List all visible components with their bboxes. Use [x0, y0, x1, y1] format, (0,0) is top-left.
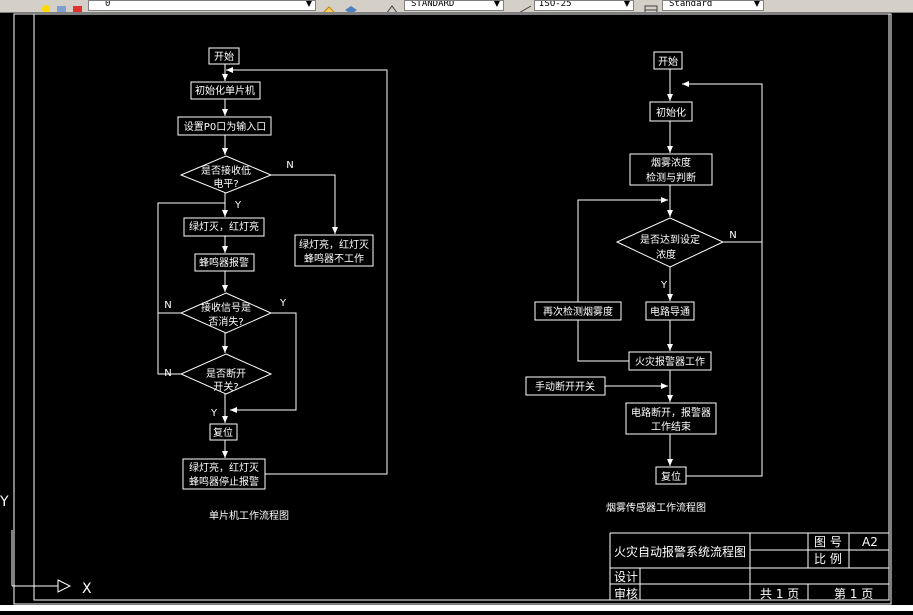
- f1-d3-no: N: [164, 368, 171, 379]
- layer-state-icon[interactable]: [56, 0, 68, 12]
- layer-previous-icon[interactable]: [322, 0, 335, 12]
- f2-measure-box[interactable]: [629, 153, 713, 186]
- f1-decision-2[interactable]: [179, 292, 273, 334]
- sheet-outer-border: [13, 13, 892, 605]
- title-block-page: 第 1 页: [834, 587, 873, 601]
- f1-d2-line2: 否消失?: [208, 315, 243, 328]
- dim-style-value: ISO-25: [539, 0, 572, 9]
- f2-d-yes: Y: [660, 280, 668, 291]
- text-style-value: STANDARD: [411, 0, 455, 9]
- layer-value: 0: [105, 0, 111, 9]
- title-block-drawing-no: A2: [862, 535, 878, 549]
- f1-set-p0-label: 设置P0口为输入口: [184, 120, 266, 133]
- f2-reset-label: 复位: [661, 470, 681, 483]
- f1-d1-no: N: [286, 160, 293, 171]
- f1-green-off-box[interactable]: [183, 217, 265, 237]
- model-layout-tabs[interactable]: [0, 605, 913, 611]
- f2-caption: 烟雾传感器工作流程图: [606, 501, 706, 514]
- f1-d2-line1: 接收信号是: [201, 301, 251, 314]
- f2-measure-line1: 烟雾浓度: [651, 156, 691, 169]
- f1-final-line1: 绿灯亮，红灯灭: [189, 461, 259, 474]
- f1-d2-yes: Y: [279, 298, 287, 309]
- f2-end-box[interactable]: [625, 402, 717, 435]
- f1-init-label: 初始化单片机: [195, 84, 255, 97]
- table-style-icon[interactable]: [644, 0, 658, 12]
- ucs-y-label: Y: [0, 494, 9, 510]
- f2-end-line1: 电路断开，报警器: [631, 406, 711, 419]
- dim-style-icon[interactable]: [516, 0, 532, 12]
- chevron-down-icon[interactable]: ▼: [753, 0, 761, 8]
- f2-measure-line2: 检测与判断: [646, 171, 696, 184]
- lightbulb-icon[interactable]: [40, 0, 52, 12]
- color-square-icon[interactable]: [72, 0, 84, 12]
- drawing-svg: 开始 初始化单片机 设置P0口为输入口 是否接收低 电平? N Y 绿灯灭，红灯…: [0, 13, 892, 605]
- f2-end-line2: 工作结束: [651, 420, 691, 433]
- layer-stack-icon[interactable]: [344, 0, 357, 12]
- f1-d3-yes: Y: [210, 408, 218, 419]
- chevron-down-icon[interactable]: ▼: [493, 0, 501, 8]
- f1-decision-1[interactable]: [179, 155, 273, 194]
- f1-d1-line1: 是否接收低: [201, 164, 251, 177]
- text-style-icon[interactable]: [384, 0, 398, 12]
- f2-d-line2: 浓度: [656, 248, 676, 261]
- f1-start-box[interactable]: [208, 47, 240, 65]
- title-block: [609, 532, 889, 600]
- title-block-scale-label: 比 例: [814, 552, 842, 566]
- f1-d3-line2: 开关?: [213, 380, 238, 393]
- ucs-icon: [11, 530, 72, 593]
- f1-final-line2: 蜂鸣器停止报警: [189, 475, 259, 488]
- f2-init-box[interactable]: [649, 101, 693, 122]
- f2-init-label: 初始化: [656, 106, 686, 119]
- f1-start-label: 开始: [214, 50, 234, 63]
- toolbar: 0 ▼ STANDARD ▼ ISO-25 ▼ Standard ▼: [0, 0, 913, 13]
- f2-manual-label: 手动断开开关: [535, 380, 595, 393]
- f1-reset-label: 复位: [213, 426, 233, 439]
- f2-alarm-label: 火灾报警器工作: [635, 355, 705, 368]
- drawing-canvas[interactable]: 开始 初始化单片机 设置P0口为输入口 是否接收低 电平? N Y 绿灯灭，红灯…: [0, 12, 913, 611]
- chevron-down-icon[interactable]: ▼: [305, 0, 313, 8]
- f1-decision-3[interactable]: [179, 353, 273, 395]
- f1-d3-line1: 是否断开: [206, 367, 246, 380]
- title-block-drawing-no-label: 图 号: [814, 535, 842, 549]
- sheet-inner-border: [33, 13, 890, 601]
- f1-caption: 单片机工作流程图: [209, 509, 289, 522]
- f1-right-line2: 蜂鸣器不工作: [304, 252, 364, 265]
- chevron-down-icon[interactable]: ▼: [623, 0, 631, 8]
- f1-green-off-label: 绿灯灭，红灯亮: [189, 220, 259, 233]
- f1-buzzer-label: 蜂鸣器报警: [199, 256, 249, 269]
- f1-d1-yes: Y: [234, 200, 242, 211]
- f2-d-no: N: [729, 230, 736, 241]
- dim-style-dropdown[interactable]: ISO-25: [534, 0, 634, 11]
- f2-recheck-label: 再次检测烟雾度: [543, 305, 613, 318]
- ucs-x-label: X: [82, 581, 92, 597]
- f1-d1-line2: 电平?: [213, 177, 238, 190]
- f2-circuit-label: 电路导通: [650, 305, 690, 318]
- table-style-value: Standard: [669, 0, 713, 9]
- f2-start-box[interactable]: [653, 51, 683, 70]
- layer-dropdown[interactable]: 0: [88, 0, 316, 11]
- f2-d-line1: 是否达到设定: [640, 233, 700, 246]
- f1-reset-box[interactable]: [209, 423, 238, 441]
- f1-right-line1: 绿灯亮，红灯灭: [299, 238, 369, 251]
- f1-right-box[interactable]: [294, 234, 374, 267]
- f1-d2-no: N: [164, 300, 171, 311]
- text-style-dropdown[interactable]: STANDARD: [404, 0, 504, 11]
- title-block-review-label: 审核: [614, 586, 638, 601]
- title-block-design-label: 设计: [614, 570, 638, 584]
- f2-start-label: 开始: [658, 55, 678, 68]
- title-block-title: 火灾自动报警系统流程图: [614, 544, 746, 559]
- table-style-dropdown[interactable]: Standard: [662, 0, 764, 11]
- title-block-total-pages: 共 1 页: [760, 587, 799, 601]
